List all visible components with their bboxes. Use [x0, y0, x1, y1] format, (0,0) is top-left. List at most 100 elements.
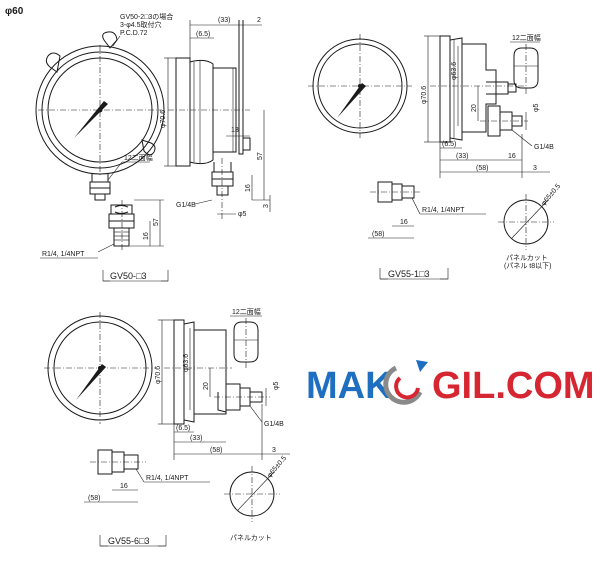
side-case: [189, 59, 214, 165]
logo-swirl-mark: [383, 360, 428, 405]
dim-phi70-6: φ70.6: [160, 110, 167, 128]
dim-6-5: (6.5): [442, 141, 456, 148]
dim-57b: 57: [153, 218, 160, 226]
side-rear: [194, 329, 227, 415]
dim-phi65: φ65±0.5: [266, 455, 288, 479]
gv55-6-socket-detail: R1/4, 1/4NPT 16 (58): [84, 449, 210, 503]
dim-phi63-6: φ63.6: [451, 62, 458, 80]
gv55-6-panel-cut: φ65±0.5 パネルカット: [224, 455, 288, 542]
flats-label: 12二面幅: [124, 153, 153, 162]
dim-6-5: (6.5): [176, 425, 190, 432]
gv50-side-view: [168, 20, 251, 220]
socket-hex: [89, 181, 111, 195]
svg-text:GV50-□3: GV50-□3: [110, 271, 146, 281]
svg-text:GV55-1□3: GV55-1□3: [388, 269, 429, 279]
side-socket: [487, 105, 501, 137]
side-rear: [462, 43, 497, 133]
gv55-1-dimensions: φ70.6 φ63.6 20 φ5 G1/4B (6.5) (33) 16 (5…: [421, 35, 554, 178]
dim-16: 16: [508, 153, 516, 160]
gv55-1-model-label: GV55-1□3: [379, 268, 449, 280]
gv55-6-front-view: [44, 312, 156, 424]
gv55-1-side-view: [430, 35, 528, 143]
note-line1: GV50-2□3の場合: [120, 12, 173, 21]
side-bezel: [439, 35, 451, 143]
flats-label: 12二面幅: [232, 307, 261, 316]
page-title: φ60: [5, 6, 24, 17]
dim-phi5: φ5: [273, 381, 280, 390]
dim-20: 20: [203, 382, 210, 390]
gv55-1-front-view: [308, 34, 412, 138]
dim-phi65: φ65±0.5: [540, 183, 562, 207]
g14b-label: G1/4B: [534, 144, 554, 151]
dim-phi5: φ5: [238, 211, 247, 218]
gv55-1-flats-detail: 12二面幅: [510, 33, 541, 94]
dim-16b: 16: [400, 219, 408, 226]
side-case: [183, 321, 195, 423]
gv55-6-model-label: GV55-6□3: [99, 535, 167, 547]
dim-33: (33): [218, 17, 230, 24]
gv55-6-side-view: [164, 319, 270, 425]
pointer-hub: [97, 107, 103, 113]
side-socket-neck: [213, 162, 232, 173]
thread-label: R1/4, 1/4NPT: [422, 207, 465, 214]
gv50-front-view: 12二面幅: [35, 31, 165, 201]
side-bezel: [175, 57, 191, 167]
note-line2: 3-φ4.5取付穴: [120, 20, 162, 29]
side-socket-thread: [216, 186, 229, 196]
side-case: [449, 37, 463, 141]
side-bezel: [173, 319, 185, 425]
makogil-logo: MAK GIL.COM: [306, 360, 595, 407]
dim-3: 3: [272, 447, 276, 454]
leader-note: [112, 35, 121, 47]
dim-phi70-6: φ70.6: [421, 86, 428, 104]
svg-text:GV55-6□3: GV55-6□3: [108, 536, 149, 546]
gv55-1-socket-detail: R1/4, 1/4NPT 16 (58): [368, 181, 486, 239]
dim-33: (33): [456, 153, 468, 160]
dim-phi70-6: φ70.6: [155, 366, 162, 384]
dim-58b: (58): [372, 231, 384, 238]
thread-label: R1/4, 1/4NPT: [146, 475, 189, 482]
logo-text-left: MAK: [306, 365, 393, 407]
gv50-model-label: GV50-□3: [102, 270, 169, 282]
dim-phi5: φ5: [533, 103, 540, 112]
g14b-label: G1/4B: [176, 202, 196, 209]
dim-58b: (58): [88, 495, 100, 502]
side-valve-a: [486, 81, 509, 95]
side-socket-hex: [211, 171, 234, 187]
gv50-dimensions: (33) 2 (6.5) φ70.6 13 57 16 3 G1/4B φ5: [160, 17, 271, 218]
side-bracket: [238, 20, 244, 155]
gv55-6-flats-detail: 12二面幅: [230, 307, 262, 368]
panel-cut-label: パネルカット: [506, 254, 548, 262]
socket-neck: [91, 174, 109, 183]
leader-flats: [107, 161, 123, 181]
socket-thread: [94, 194, 106, 201]
dim-33: (33): [190, 435, 202, 442]
dim-16b: 16: [120, 483, 128, 490]
gv55-6-dimensions: φ70.6 φ63.6 20 φ5 G1/4B (6.5) (33) (58) …: [155, 319, 290, 460]
mount-lug-right: [141, 139, 156, 156]
gauge-pointer: [337, 83, 366, 118]
thread-label: R1/4, 1/4NPT: [42, 251, 85, 258]
dim-13: 13: [231, 127, 239, 134]
gauge-pointer: [76, 364, 106, 400]
g14b-label: G1/4B: [264, 421, 284, 428]
logo-text-right: GIL.COM: [432, 365, 595, 407]
gv50-socket-detail: 57 16 R1/4, 1/4NPT: [40, 199, 164, 259]
gv55-1-panel-cut: φ65±0.5 パネルカット (パネル t8以下): [498, 183, 562, 270]
note-line3: P.C.D.72: [120, 30, 148, 37]
gauge-pointer: [74, 101, 108, 138]
dim-58: (58): [476, 165, 488, 172]
dim-6-5: (6.5): [196, 31, 210, 38]
dim-2: 2: [257, 17, 261, 24]
dim-20: 20: [471, 104, 478, 112]
dim-3: 3: [533, 165, 537, 172]
dim-16b: 16: [143, 232, 150, 240]
dim-3: 3: [263, 204, 270, 208]
mount-lug-top: [102, 31, 118, 49]
dim-16a: 16: [245, 184, 252, 192]
dim-phi63-6: φ63.6: [183, 354, 190, 372]
dim-57a: 57: [257, 152, 264, 160]
dim-58: (58): [210, 447, 222, 454]
mount-lug-left: [45, 52, 61, 73]
